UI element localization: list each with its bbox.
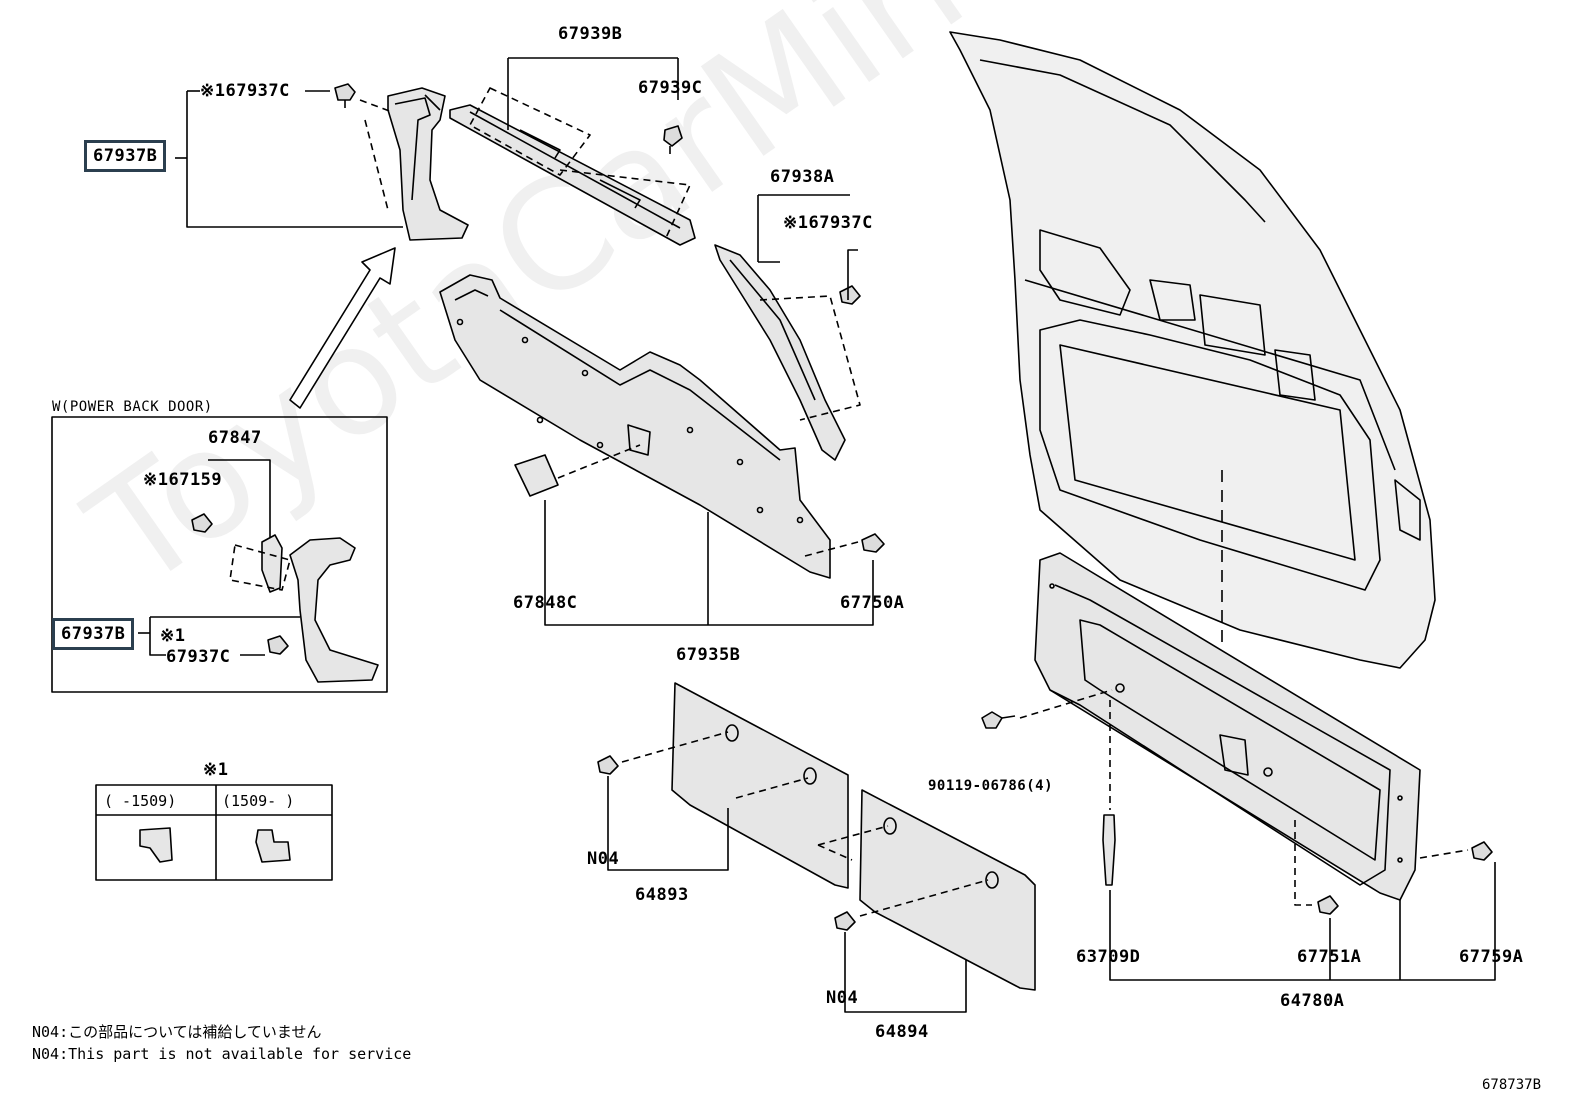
pillar-trim-right [714, 244, 846, 461]
clip-67937C-top [334, 83, 356, 108]
clip-67937C-right [839, 285, 861, 305]
back-door-panel [949, 31, 1436, 669]
note1-mark-inset: ※1 [160, 626, 186, 646]
label-67939C[interactable]: 67939C [638, 78, 703, 98]
inset-clip-67159 [191, 513, 213, 533]
label-64780A[interactable]: 64780A [1280, 991, 1345, 1011]
label-67751A[interactable]: 67751A [1297, 947, 1362, 967]
inset-pillar-trim [289, 537, 379, 683]
clip-67751A [1317, 895, 1339, 915]
legend-col-2: (1509- ) [222, 792, 295, 810]
label-N04-a[interactable]: N04 [587, 849, 620, 869]
clip-N04-b [834, 911, 856, 931]
label-67937C-right[interactable]: ※167937C [783, 213, 873, 233]
label-67939B[interactable]: 67939B [558, 24, 623, 44]
figure-id: 678737B [1482, 1077, 1542, 1093]
switch-63709D [1102, 814, 1116, 886]
legend-col-1: ( -1509) [104, 792, 177, 810]
cover-67848C [514, 454, 559, 497]
label-64893[interactable]: 64893 [635, 885, 689, 905]
power-back-door-label: W(POWER BACK DOOR) [52, 399, 213, 415]
upper-garnish [449, 104, 696, 246]
label-67848C[interactable]: 67848C [513, 593, 578, 613]
door-trim-board [439, 274, 831, 579]
service-panel-64893 [671, 682, 849, 889]
label-67935B[interactable]: 67935B [676, 645, 741, 665]
legend-clip-new [255, 829, 291, 863]
label-N04-b[interactable]: N04 [826, 988, 859, 1008]
inset-bracket-67847 [261, 534, 283, 593]
label-67937C-inset[interactable]: 67937C [166, 647, 231, 667]
label-67937B-top[interactable]: 67937B [84, 140, 167, 172]
inset-clip-67937C [267, 635, 289, 655]
label-90119-06786[interactable]: 90119-06786(4) [928, 778, 1054, 794]
label-64894[interactable]: 64894 [875, 1022, 929, 1042]
clip-67750A [861, 533, 885, 553]
label-63709D[interactable]: 63709D [1076, 947, 1141, 967]
note-english: N04:This part is not available for servi… [32, 1045, 412, 1063]
clip-N04-a [597, 755, 619, 775]
clip-67759A [1471, 841, 1493, 861]
note-japanese: N04:この部品については補給していません [32, 1023, 322, 1041]
service-panel-64894 [859, 789, 1036, 991]
pillar-trim-top [387, 87, 469, 241]
label-67937B-inset[interactable]: 67937B [52, 618, 135, 650]
legend-title: ※1 [203, 760, 229, 780]
label-67847[interactable]: 67847 [208, 428, 262, 448]
legend-clip-old [139, 827, 173, 863]
label-67759A[interactable]: 67759A [1459, 947, 1524, 967]
clip-67939C [663, 125, 683, 154]
label-67937C-top[interactable]: ※167937C [200, 81, 290, 101]
label-67159[interactable]: ※167159 [143, 470, 223, 490]
bolt-90119 [981, 711, 1016, 729]
label-67938A[interactable]: 67938A [770, 167, 835, 187]
label-67750A[interactable]: 67750A [840, 593, 905, 613]
